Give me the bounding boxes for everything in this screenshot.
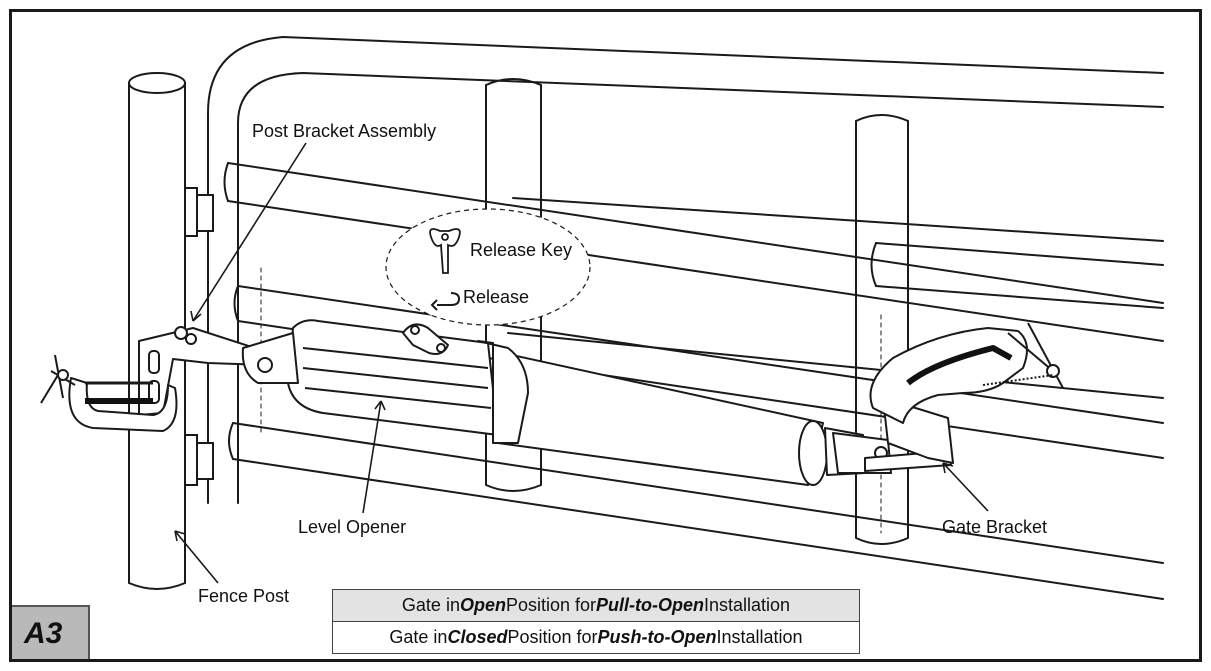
post-bracket-assembly	[40, 326, 266, 432]
post-bracket-assembly-label: Post Bracket Assembly	[252, 121, 437, 141]
caption-row-pull-to-open: Gate in Open Position for Pull-to-Open I…	[333, 590, 859, 621]
gate-bracket-label: Gate Bracket	[942, 517, 1048, 537]
release-key-label: Release Key	[470, 240, 573, 260]
gate-upright	[485, 84, 542, 492]
release-callout	[385, 208, 591, 326]
leader-level-opener	[362, 400, 382, 514]
gate-bracket	[869, 322, 1064, 464]
leader-post-bracket	[192, 142, 307, 322]
diagram-frame: Post Bracket Assembly Release Key Releas…	[9, 9, 1202, 662]
gate-upright	[855, 120, 909, 545]
level-opener-label: Level Opener	[298, 517, 407, 537]
release-label: Release	[463, 287, 530, 307]
leader-gate-bracket	[942, 462, 989, 512]
figure-tag-label: A3	[24, 617, 63, 650]
release-key-icon	[429, 228, 461, 274]
fence-post-label: Fence Post	[198, 586, 290, 606]
figure-tag: A3	[12, 605, 90, 659]
release-arrow-icon	[430, 292, 461, 311]
gate-top-rail	[207, 36, 1164, 504]
opener-body	[241, 319, 952, 486]
installation-caption-table: Gate in Open Position for Pull-to-Open I…	[332, 589, 860, 654]
leader-fence-post	[174, 530, 219, 584]
gate-opener-illustration	[40, 36, 1164, 600]
gate-rail	[227, 162, 1164, 304]
caption-row-push-to-open: Gate in Closed Position for Push-to-Open…	[333, 621, 859, 653]
